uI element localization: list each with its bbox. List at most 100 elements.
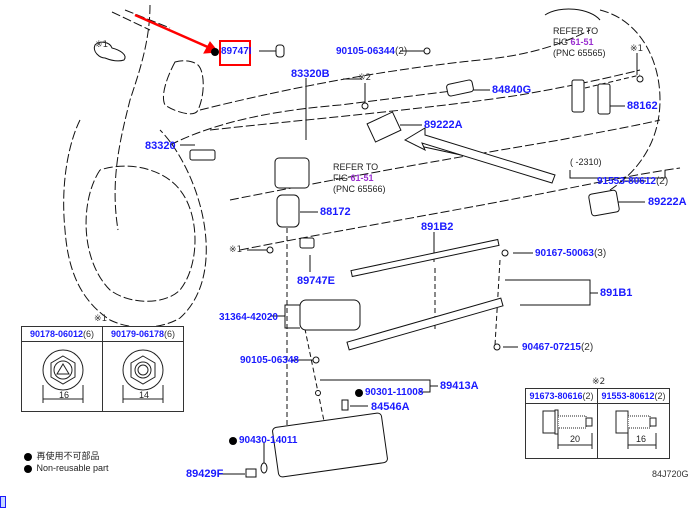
part-label-90167-50063[interactable]: 90167-50063(3) — [535, 248, 606, 259]
mark-1-note: ※1 — [630, 44, 644, 54]
non-reusable-dot — [229, 437, 237, 445]
part-label-31364-42020[interactable]: 31364-42020 — [219, 312, 278, 323]
part-qty: (2) — [582, 391, 594, 401]
bolt-90467 — [493, 343, 501, 351]
refer-note-65565: REFER TO FIG 61-51 (PNC 65565) — [553, 26, 606, 59]
part-qty: (3) — [593, 248, 607, 259]
bolt-90105-06344 — [423, 47, 431, 55]
mark-2-note: ※2 — [358, 73, 372, 83]
fuel-lid-outline — [93, 41, 126, 62]
pnc-text: (PNC 65565) — [553, 48, 606, 58]
fig-link-61-51[interactable]: 61-51 — [570, 37, 594, 47]
fig-link-61-51[interactable]: 61-51 — [350, 173, 374, 183]
bumper-mid-line — [209, 69, 641, 131]
part-88172-shape — [276, 194, 300, 228]
table2-col2-header[interactable]: 91553-80612(2) — [598, 389, 669, 404]
table1-mark: ※1 — [94, 314, 108, 324]
sensor-89429F — [245, 468, 257, 478]
corner-marker — [0, 496, 6, 508]
part-qty: (2) — [394, 46, 408, 57]
part-label-89222A-right[interactable]: 89222A — [648, 196, 687, 208]
bolt-m2-top — [361, 102, 369, 110]
part-89747I-shape — [275, 44, 285, 58]
fastener-table-2: 91673-80616(2) 91553-80612(2) 20 16 — [525, 388, 670, 459]
part-number: 91553-80612 — [601, 391, 655, 401]
wheel-arch-outline — [85, 165, 196, 302]
legend-item-en: Non-reusable part — [24, 462, 109, 474]
part-label-84840G[interactable]: 84840G — [492, 84, 532, 96]
part-89747E-shape — [299, 237, 315, 249]
body-side-curve — [599, 9, 661, 191]
part-89222A-top-shape — [366, 111, 402, 143]
bolt-90105-06348 — [312, 356, 320, 364]
part-label-83320[interactable]: 83320 — [145, 140, 176, 152]
part-number: 91553-80612 — [597, 176, 656, 187]
dimension-label: 14 — [139, 390, 150, 400]
refer-note-65566: REFER TO FIG 61-51 (PNC 65566) — [333, 162, 386, 195]
dimension-label: 16 — [636, 434, 647, 444]
mark-1-note: ※1 — [229, 245, 243, 255]
part-label-89747I[interactable]: 89747I — [221, 46, 252, 57]
floor-pan-line — [169, 89, 461, 146]
part-label-90301-11008[interactable]: 90301-11008 — [365, 387, 424, 398]
non-reusable-dot — [211, 48, 219, 56]
part-label-89747E[interactable]: 89747E — [297, 275, 335, 287]
non-reusable-dot — [24, 464, 32, 473]
part-label-88162[interactable]: 88162 — [627, 100, 658, 112]
bumper-upper-line — [199, 29, 591, 111]
part-label-83320B[interactable]: 83320B — [291, 68, 330, 80]
part-number: 90167-50063 — [535, 248, 594, 259]
fig-prefix: FIG — [333, 173, 351, 183]
column-divider — [102, 327, 103, 411]
part-harness-shape — [299, 299, 361, 331]
part-label-90430-14011[interactable]: 90430-14011 — [239, 435, 298, 446]
refer-text: REFER TO — [553, 26, 599, 36]
nut-drawings — [42, 349, 164, 403]
view-arrow — [403, 127, 556, 184]
legend-item-jp: 再使用不可部品 — [24, 450, 109, 462]
column-divider — [597, 389, 598, 458]
part-83320-shape — [189, 149, 216, 161]
part-label-90105-06344[interactable]: 90105-06344(2) — [336, 46, 407, 57]
part-qty: (2) — [655, 176, 669, 187]
bolt-drawings — [542, 409, 657, 449]
part-label-90105-06348[interactable]: 90105-06348 — [240, 355, 299, 366]
part-qty: (6) — [83, 329, 95, 339]
pnc-text: (PNC 65566) — [333, 184, 386, 194]
part-84840G-shape — [446, 79, 474, 97]
part-number: 91673-80616 — [529, 391, 583, 401]
fastener-table-1: 90178-06012(6) 90179-06178(6) 16 14 — [21, 326, 184, 412]
fig-prefix: FIG — [553, 37, 571, 47]
refer-text: REFER TO — [333, 162, 379, 172]
nut-right-top — [636, 75, 644, 83]
highlight-box — [219, 40, 251, 66]
part-label-89413A[interactable]: 89413A — [440, 380, 479, 392]
part-label-84546A[interactable]: 84546A — [371, 401, 410, 413]
table1-col1-header[interactable]: 90178-06012(6) — [22, 327, 102, 342]
part-891B1-shape — [346, 297, 504, 351]
part-89222A-right-shape — [588, 189, 620, 217]
part-label-89222A-top[interactable]: 89222A — [424, 119, 463, 131]
part-qty: (2) — [654, 391, 666, 401]
part-qty: (6) — [164, 329, 176, 339]
legend-text-en: Non-reusable part — [36, 463, 109, 473]
part-label-891B1[interactable]: 891B1 — [600, 287, 633, 299]
rear-fender-outline — [63, 119, 207, 328]
part-label-88172[interactable]: 88172 — [320, 206, 351, 218]
table1-col2-header[interactable]: 90179-06178(6) — [103, 327, 183, 342]
part-number: 90179-06178 — [110, 329, 165, 339]
table2-col1-header[interactable]: 91673-80616(2) — [526, 389, 597, 404]
legend-text-jp: 再使用不可部品 — [36, 451, 100, 461]
dimension-label: 16 — [59, 390, 70, 400]
part-number: 90105-06344 — [336, 46, 395, 57]
part-88162-shape — [597, 83, 611, 115]
part-label-90467-07215[interactable]: 90467-07215(2) — [522, 342, 593, 353]
nut-m1-left — [266, 246, 274, 254]
part-label-91553-80612[interactable]: 91553-80612(2) — [597, 176, 668, 187]
part-label-89429F[interactable]: 89429F — [186, 468, 224, 480]
grommet-90301 — [315, 390, 321, 396]
figure-code: 84J720G — [652, 469, 689, 479]
tailgate-curve — [544, 8, 601, 21]
part-label-891B2[interactable]: 891B2 — [421, 221, 454, 233]
